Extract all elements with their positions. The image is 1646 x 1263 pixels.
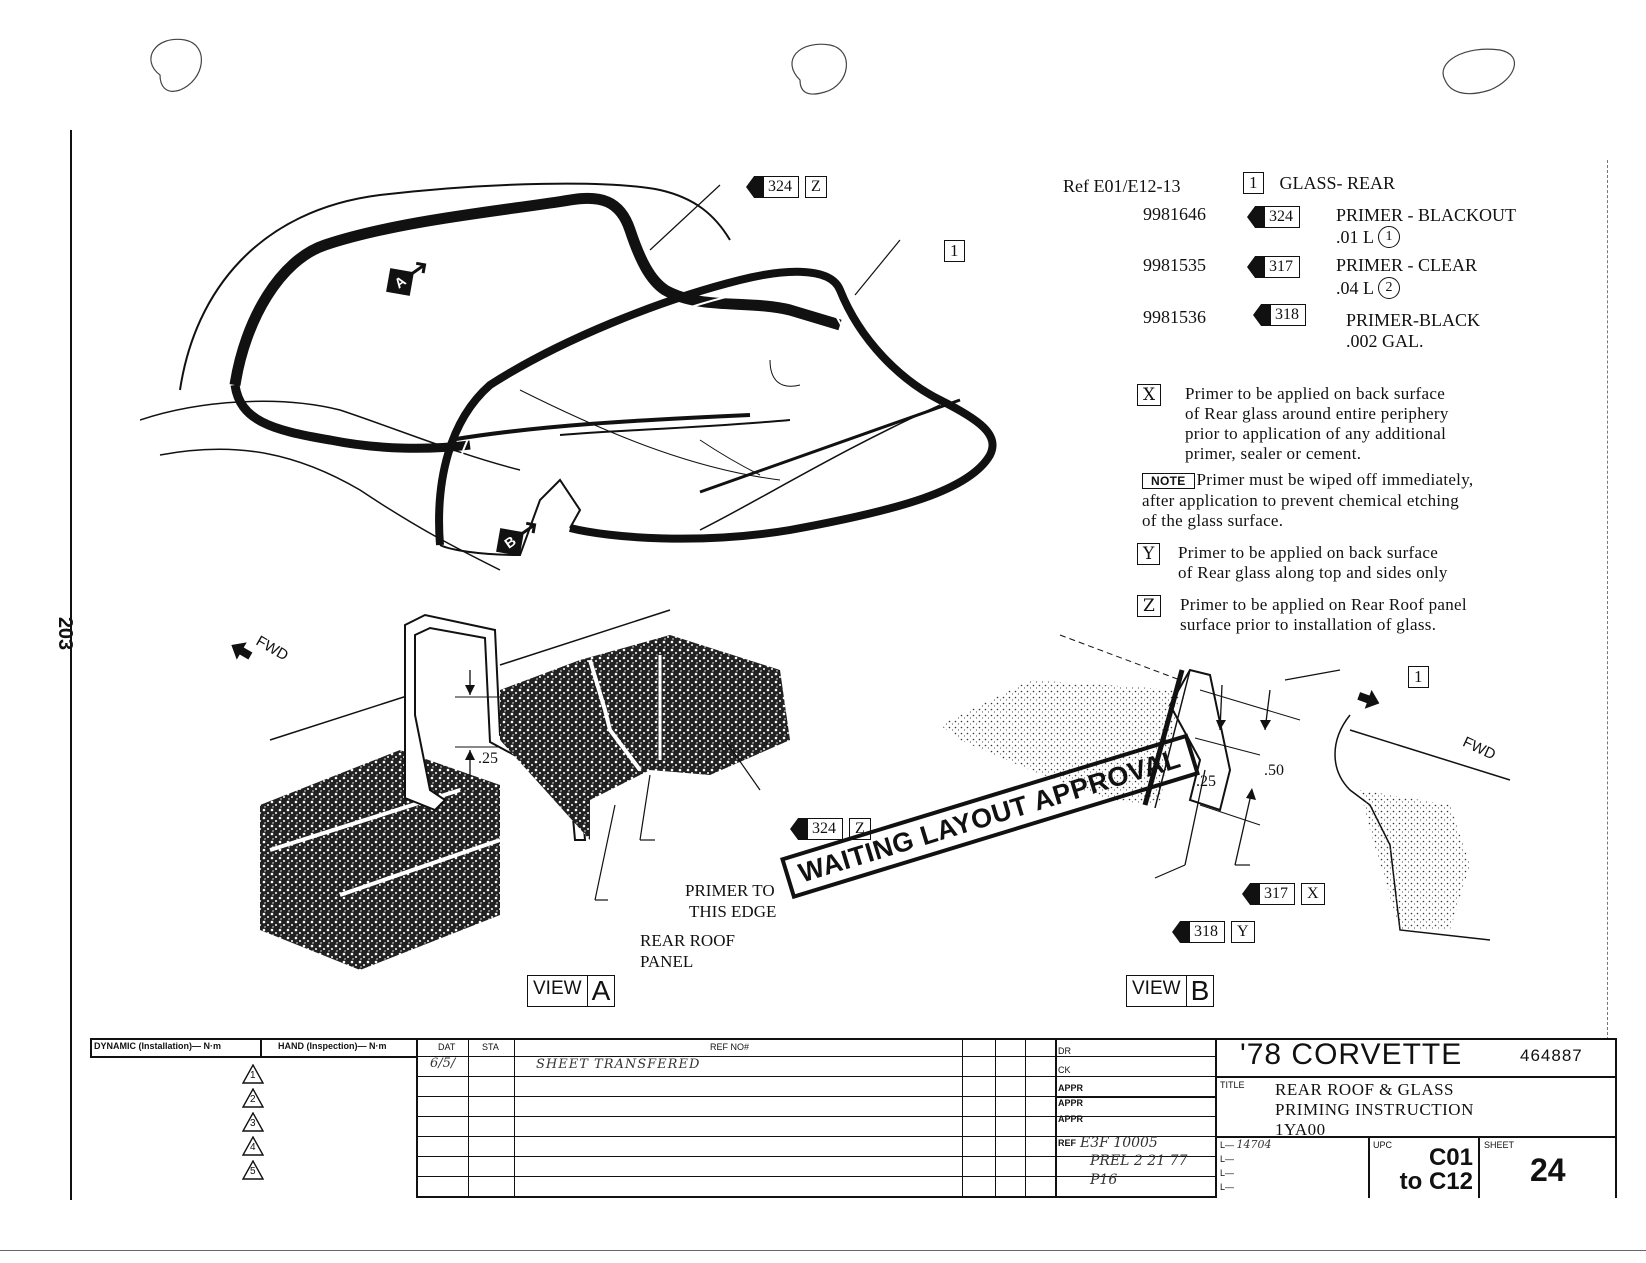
appr-label-3: APPR xyxy=(1058,1114,1084,1124)
primer-tag-icon xyxy=(1247,256,1265,278)
callout-view-b-317: 317 X xyxy=(1242,882,1325,906)
note-y-text: Primer to be applied on back surface of … xyxy=(1178,543,1448,582)
page-number: 203 xyxy=(54,616,77,651)
legend-material-3-qty: .002 GAL. xyxy=(1346,331,1424,351)
note-y-letter: Y xyxy=(1137,543,1161,565)
legend-material-2-qty: .04 L 2 xyxy=(1336,277,1400,299)
ref-hand-2: PREL 2 21 77 xyxy=(1090,1153,1188,1169)
callout-main-part-1: 1 xyxy=(944,240,965,262)
dr-label: DR xyxy=(1058,1046,1071,1056)
legend-material-3-no: 9981536 xyxy=(1143,307,1206,327)
l-labels: L— 14704 L— L— L— xyxy=(1220,1138,1272,1192)
primer-tag-icon xyxy=(790,818,808,840)
part-number: 464887 xyxy=(1520,1046,1583,1065)
legend-material-1-name: PRIMER - BLACKOUT xyxy=(1336,205,1517,225)
callout-view-b-part-1: 1 xyxy=(1408,666,1429,688)
triangle-1: 1 xyxy=(241,1063,265,1084)
primer-tag-icon xyxy=(1253,304,1271,326)
legend-material-3-name: PRIMER-BLACK xyxy=(1346,310,1481,330)
triangle-5: 5 xyxy=(241,1159,265,1180)
reference: Ref E01/E12-13 xyxy=(1063,176,1181,196)
title-label: TITLE xyxy=(1220,1080,1245,1090)
view-b-dim-2: .50 xyxy=(1264,762,1284,779)
view-a-dim: .25 xyxy=(478,750,498,767)
note-z-text: Primer to be applied on Rear Roof panel … xyxy=(1180,595,1467,634)
legend-material-1-qty: .01 L 1 xyxy=(1336,226,1400,248)
legend-material-2-name: PRIMER - CLEAR xyxy=(1336,255,1478,275)
view-a-panel: REAR ROOF PANEL xyxy=(640,931,735,971)
appr-label-1: APPR xyxy=(1058,1083,1084,1093)
frame-left-line xyxy=(70,130,72,1200)
dynamic-header: DYNAMIC (Installation)— N·m xyxy=(94,1041,221,1051)
hand-header: HAND (Inspection)— N·m xyxy=(278,1041,387,1051)
binder-holes xyxy=(150,38,1515,95)
view-a-primer-edge: PRIMER TO THIS EDGE xyxy=(685,881,777,921)
triangle-3: 3 xyxy=(241,1111,265,1132)
note-z-letter: Z xyxy=(1137,595,1161,617)
view-b-illustration xyxy=(940,634,1511,941)
callout-main-324: 324 Z xyxy=(746,175,827,199)
revision-triangles: 1 2 3 4 5 xyxy=(241,1063,272,1180)
callout-view-a-324: 324 Z xyxy=(790,817,871,841)
note-label: NOTE xyxy=(1142,473,1195,489)
ck-label: CK xyxy=(1058,1065,1071,1075)
legend-part-row: 1 GLASS- REAR xyxy=(1243,172,1395,194)
sheet-label: SHEET xyxy=(1484,1140,1515,1150)
qty-circle-mark: 2 xyxy=(1378,277,1400,299)
legend-material-3-tag: 318 xyxy=(1253,303,1306,327)
ref-hand-3: P16 xyxy=(1090,1172,1118,1188)
triangle-4: 4 xyxy=(241,1135,265,1156)
main-illustration xyxy=(140,182,997,571)
primer-tag-icon xyxy=(1172,921,1190,943)
frame-right-line xyxy=(1607,160,1609,1040)
legend-part-index: 1 xyxy=(1243,172,1264,194)
upc-label: UPC xyxy=(1373,1140,1393,1150)
legend-material-2-tag: 317 xyxy=(1247,255,1300,279)
legend-material-1-tag: 324 xyxy=(1247,205,1300,229)
ref-hand-1: E3F 10005 xyxy=(1080,1135,1158,1151)
appr-label-2: APPR xyxy=(1058,1098,1084,1108)
view-a-illustration xyxy=(231,609,790,970)
view-b-dim-1: .25 xyxy=(1196,773,1216,790)
sheet-value: 24 xyxy=(1530,1152,1566,1188)
title-block: DYNAMIC (Installation)— N·m HAND (Inspec… xyxy=(90,1038,1617,1198)
rev-entry: SHEET TRANSFERED xyxy=(536,1057,701,1072)
col-ref: REF NO# xyxy=(710,1042,750,1052)
col-dat: DAT xyxy=(438,1042,456,1052)
qty-circle-mark: 1 xyxy=(1378,226,1400,248)
page-bottom-line xyxy=(0,1250,1646,1251)
rev-date: 6/5/ xyxy=(430,1056,456,1071)
primer-tag-icon xyxy=(1242,883,1260,905)
callout-view-b-318: 318 Y xyxy=(1172,920,1255,944)
primer-tag-icon xyxy=(1247,206,1265,228)
model-name: '78 CORVETTE xyxy=(1240,1038,1463,1071)
view-a-label: VIEW A xyxy=(527,975,616,1007)
legend-material-1-no: 9981646 xyxy=(1143,204,1206,224)
col-sta: STA xyxy=(482,1042,499,1052)
primer-tag-icon xyxy=(746,176,764,198)
note-x-letter: X xyxy=(1137,384,1162,406)
legend-part-name: GLASS- REAR xyxy=(1279,172,1396,193)
note-x-text: Primer to be applied on back surface of … xyxy=(1185,384,1449,463)
triangle-2: 2 xyxy=(241,1087,265,1108)
title-lines: REAR ROOF & GLASS PRIMING INSTRUCTION 1Y… xyxy=(1275,1080,1474,1139)
view-b-label: VIEW B xyxy=(1126,975,1215,1007)
upc-value: C01 to C12 xyxy=(1399,1144,1473,1195)
legend-material-2-no: 9981535 xyxy=(1143,255,1206,275)
ref-label: REF xyxy=(1058,1138,1076,1148)
